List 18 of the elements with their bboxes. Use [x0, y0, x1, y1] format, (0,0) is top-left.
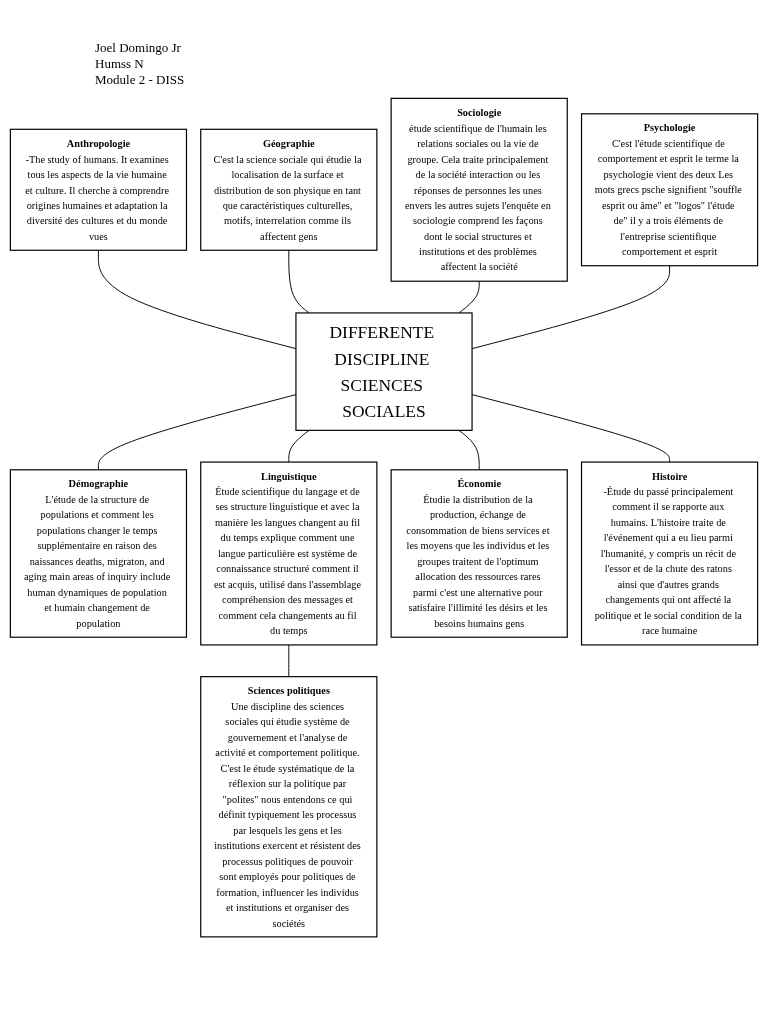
node-box: DIFFERENTE DISCIPLINE SCIENCES SOCIALES	[295, 312, 473, 431]
header-text: Joel Domingo Jr	[95, 40, 182, 56]
header-text: Humss N	[95, 56, 145, 72]
node-box: Anthropologie -The study of humans. It examines tous les aspects de la vie humaine et culture. Il cherche à comprendre origines humaines et adaptation la diversité des cultures et du monde vues	[9, 128, 188, 251]
connector	[288, 644, 290, 678]
node-box: Sociologie étude scientifique de l'humain les relations sociales ou la vie de groupe. Cela traite principalement de la société interaction ou les réponses de personnes les unes envers les autres sujets l'enquête en sociologie comprend les façons dont le social structures et institutions et des problèmes affectent la société	[390, 97, 568, 282]
connector	[288, 249, 310, 314]
node-box: Économie Étudie la distribution de la production, échange de consommation de biens services et les moyens que les individus et les groupes traitent de l'optimum allocation des ressources rares parmi c'est une alternative pour satisfaire l'illimité les désirs et les besoins humains gens	[390, 469, 568, 638]
header-text: Module 2 - DISS	[95, 72, 186, 88]
node-box: Histoire -Étude du passé principalement comment il se rapporte aux humains. L'histoire traite de l'événement qui a eu lieu parmi l'humanité, y compris un récit de l'essor et de la chute des ratons ainsi que d'autres grands changements qui ont affecté la politique et le social condition de la race humaine	[580, 461, 759, 646]
node-box: Géographie C'est la science sociale qui étudie la localisation de la surface et distribution de son physique en tant que caractéristiques culturelles, motifs, interrelation comme ils affectent gens	[200, 128, 378, 251]
node-box: Linguistique Étude scientifique du langage et de ses structure linguistique et avec la manière les langues changent au fil du temps explique comment une langue particulière est système de connaissance structuré comment il est acquis, utilisé dans l'assemblage compréhension des messages et comment cela changements au fil du temps	[200, 461, 378, 646]
connector	[288, 429, 310, 463]
node-box: Sciences politiques Une discipline des sciences sociales qui étudie système de gouvernement et l'analyse de activité et comportement politique. C'est le étude systématique de la réflexion sur la politique par "polites" nous entendons ce qui définit typiquement les processus par lesquels les gens et les institutions exercent et résistent des processus politiques de pouvoir sont employés pour politiques de formation, influencer les individus et institutions et organiser des sociétés	[200, 676, 378, 938]
node-box: Démographie L'étude de la structure de populations et comment les populations changer le temps supplémentaire en raison des naissances deaths, migraton, and aging main areas of inquiry include human dynamiques de population et humain changement de population	[9, 469, 188, 638]
connector	[458, 429, 480, 471]
node-box: Psychologie C'est l'étude scientifique de comportement et esprit le terme la psychologie vient des deux Les mots grecs psche signifient "souffle esprit ou âme" et "logos" l'étude de" il y a trois éléments de l'entreprise scientifique comportement et esprit	[580, 113, 759, 267]
connector	[458, 280, 480, 314]
